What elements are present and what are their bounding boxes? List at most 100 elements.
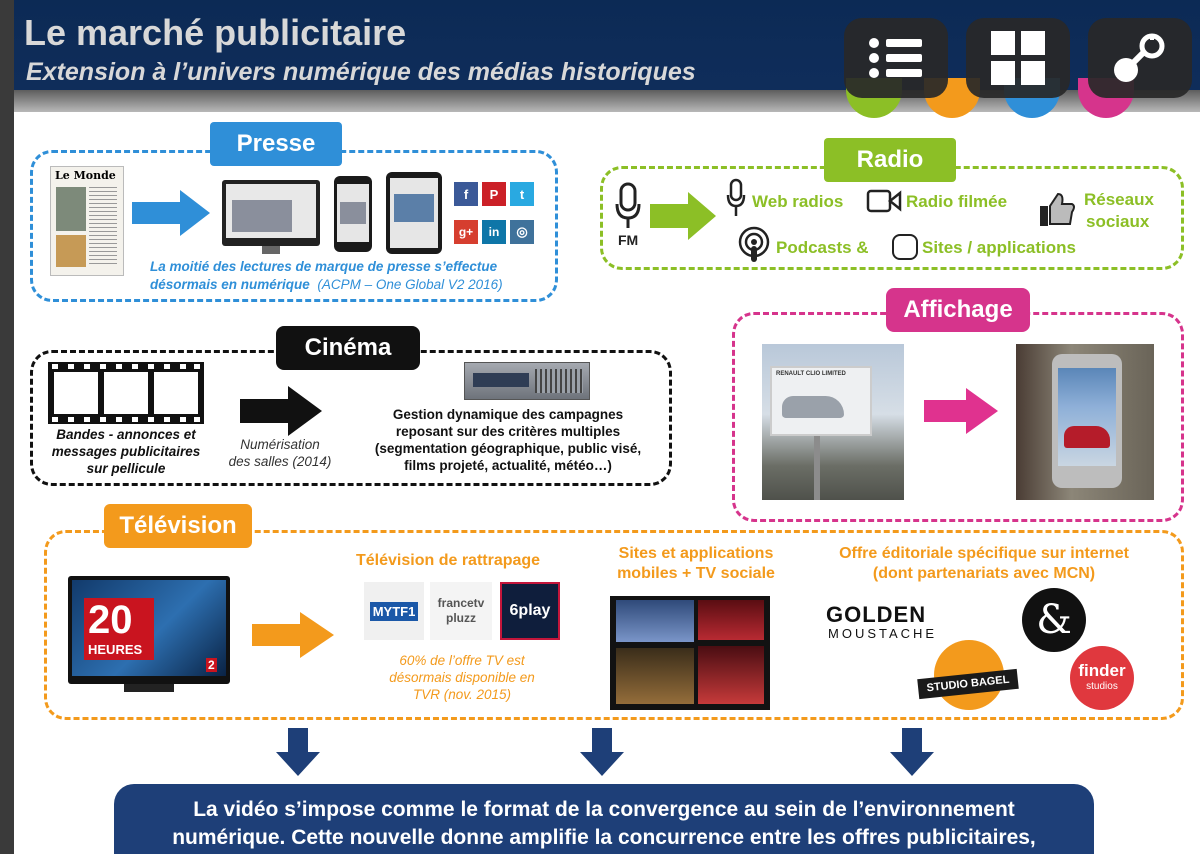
tv-news-word: HEURES — [88, 642, 142, 657]
presse-caption-line2: désormais en numérique (ACPM – One Globa… — [150, 277, 503, 292]
reseaux-label-2: sociaux — [1086, 212, 1149, 232]
reseaux-label-1: Réseaux — [1084, 190, 1154, 210]
presse-arrow-icon — [132, 190, 210, 236]
radio-filmee-label: Radio filmée — [906, 192, 1007, 212]
mytf1-logo-text: MYTF1 — [370, 602, 419, 621]
grid-icon — [991, 31, 1045, 85]
sites-tv-line2: mobiles + TV sociale — [602, 564, 790, 584]
cinema-mid-line2: des salles (2014) — [218, 453, 342, 470]
cinema-left-line1: Bandes - annonces et — [38, 426, 214, 443]
banner-line1: La vidéo s’impose comme le format de la … — [114, 796, 1094, 824]
offre-title: Offre éditoriale spécifique sur internet… — [806, 544, 1162, 584]
cinema-right-line3: (segmentation géographique, public visé, — [358, 440, 658, 457]
cinema-right-line2: reposant sur des critères multiples — [358, 423, 658, 440]
tv-arrow-icon — [252, 612, 334, 658]
cinema-right-line1: Gestion dynamique des campagnes — [358, 406, 658, 423]
radio-arrow-icon — [650, 192, 716, 240]
newspaper-masthead: Le Monde — [51, 167, 123, 184]
newspaper-image: Le Monde — [50, 166, 124, 276]
cinema-mid-text: Numérisation des salles (2014) — [218, 436, 342, 470]
desktop-stand — [262, 246, 280, 254]
tv-screen-image: 20 HEURES 2 — [68, 576, 230, 684]
pinterest-icon: P — [482, 182, 506, 206]
share-icon — [1112, 32, 1168, 84]
cinema-tag: Cinéma — [276, 326, 420, 370]
podcasts-label: Podcasts & — [776, 238, 869, 258]
twitter-icon: t — [510, 182, 534, 206]
facebook-icon: f — [454, 182, 478, 206]
slide: Le marché publicitaire Extension à l’uni… — [14, 0, 1200, 854]
banner-line2: numérique. Cette nouvelle donne amplifie… — [114, 824, 1094, 852]
pluzz-logo-text: francetv pluzz — [430, 596, 492, 626]
cinema-arrow-icon — [240, 386, 322, 436]
sites-tv-line1: Sites et applications — [602, 544, 790, 564]
linkedin-icon: in — [482, 220, 506, 244]
server-image — [464, 362, 590, 400]
list-icon — [868, 35, 924, 81]
down-arrow-icon-left — [276, 728, 320, 776]
presse-caption-source: (ACPM – One Global V2 2016) — [317, 277, 502, 292]
cinema-mid-line1: Numérisation — [218, 436, 342, 453]
finder-studios-logo: finder studios — [1070, 646, 1134, 710]
microphone-icon — [614, 182, 642, 232]
billboard-image: RENAULT CLIO LIMITED — [762, 344, 904, 500]
finder-logo-sub: studios — [1070, 681, 1134, 692]
sites-apps-label: Sites / applications — [922, 238, 1076, 258]
share-button[interactable] — [1088, 18, 1192, 98]
cinema-left-text: Bandes - annonces et messages publicitai… — [38, 426, 214, 477]
presse-tag: Presse — [210, 122, 342, 166]
digital-signage-image — [1016, 344, 1154, 500]
sites-tv-title: Sites et applications mobiles + TV socia… — [602, 544, 790, 584]
rattrapage-title: Télévision de rattrapage — [356, 552, 540, 570]
app-icon — [892, 234, 918, 260]
phone-image — [334, 176, 372, 252]
web-radio-mic-icon — [726, 178, 746, 220]
ampersand-logo: & — [1022, 588, 1086, 652]
cinema-left-line3: sur pellicule — [38, 460, 214, 477]
affichage-tag: Affichage — [886, 288, 1030, 332]
down-arrow-icon-right — [890, 728, 934, 776]
tv-stand — [124, 684, 174, 692]
affichage-arrow-icon — [924, 388, 998, 434]
instagram-icon: ◎ — [510, 220, 534, 244]
video-camera-icon — [866, 188, 902, 214]
pluzz-logo: francetv pluzz — [430, 582, 492, 640]
cinema-right-text: Gestion dynamique des campagnes reposant… — [358, 406, 658, 474]
rattrapage-caption: 60% de l’offre TV est désormais disponib… — [360, 652, 564, 703]
tv-news-number: 20 — [88, 598, 133, 643]
cinema-left-line2: messages publicitaires — [38, 443, 214, 460]
finder-logo-text: finder — [1070, 661, 1134, 681]
presse-caption-bold: désormais en numérique — [150, 277, 310, 292]
presse-caption-line1: La moitié des lectures de marque de pres… — [150, 259, 497, 274]
radio-tag: Radio — [824, 138, 956, 182]
slide-subtitle: Extension à l’univers numérique des médi… — [26, 58, 696, 87]
conclusion-banner: La vidéo s’impose comme le format de la … — [114, 784, 1094, 854]
offre-line2: (dont partenariats avec MCN) — [806, 564, 1162, 584]
tv-channel-badge: 2 — [206, 658, 217, 672]
mytf1-logo: MYTF1 — [364, 582, 424, 640]
6play-logo-text: 6play — [510, 602, 551, 620]
google-plus-icon: g+ — [454, 220, 478, 244]
offre-line1: Offre éditoriale spécifique sur internet — [806, 544, 1162, 564]
cinema-right-line4: films projeté, actualité, météo…) — [358, 457, 658, 474]
fm-label: FM — [618, 232, 638, 248]
rattrapage-cap-line1: 60% de l’offre TV est — [360, 652, 564, 669]
golden-moustache-sub: MOUSTACHE — [828, 626, 937, 641]
rattrapage-cap-line2: désormais disponible en — [360, 669, 564, 686]
golden-moustache-logo: GOLDEN — [826, 602, 926, 628]
social-tv-screenshot — [610, 596, 770, 710]
web-radios-label: Web radios — [752, 192, 843, 212]
slide-title: Le marché publicitaire — [24, 12, 406, 54]
billboard-text: RENAULT CLIO LIMITED — [776, 371, 846, 377]
podcast-icon — [736, 226, 772, 264]
grid-view-button[interactable] — [966, 18, 1070, 98]
rattrapage-cap-line3: TVR (nov. 2015) — [360, 686, 564, 703]
desktop-screen-image — [222, 180, 320, 246]
tablet-image — [386, 172, 442, 254]
film-strip-icon — [48, 362, 204, 424]
list-view-button[interactable] — [844, 18, 948, 98]
6play-logo: 6play — [500, 582, 560, 640]
down-arrow-icon-center — [580, 728, 624, 776]
tv-tag: Télévision — [104, 504, 252, 548]
thumbs-up-icon — [1038, 192, 1076, 228]
